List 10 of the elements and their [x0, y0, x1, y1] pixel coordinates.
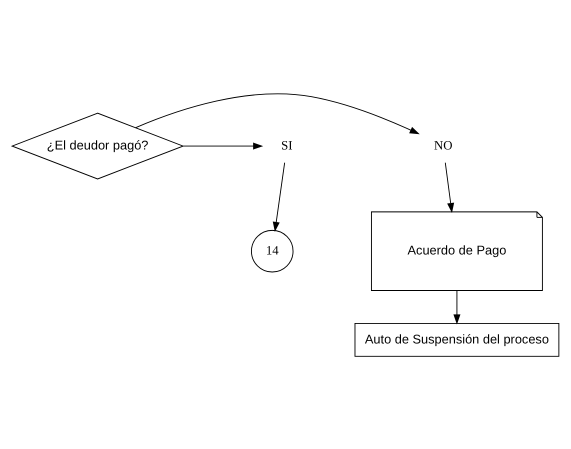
arrow: [272, 162, 286, 232]
arrow: [444, 162, 454, 213]
node-circle: 14: [250, 229, 294, 272]
node-box: Auto de Suspensión del proceso: [354, 322, 560, 356]
arrow: [182, 142, 264, 150]
node-diamond: ¿El deudor pagó?: [10, 112, 184, 179]
node-text: SI: [281, 138, 293, 152]
arrow: [453, 290, 460, 324]
arrow: [135, 92, 420, 134]
node-text: NO: [434, 138, 452, 152]
